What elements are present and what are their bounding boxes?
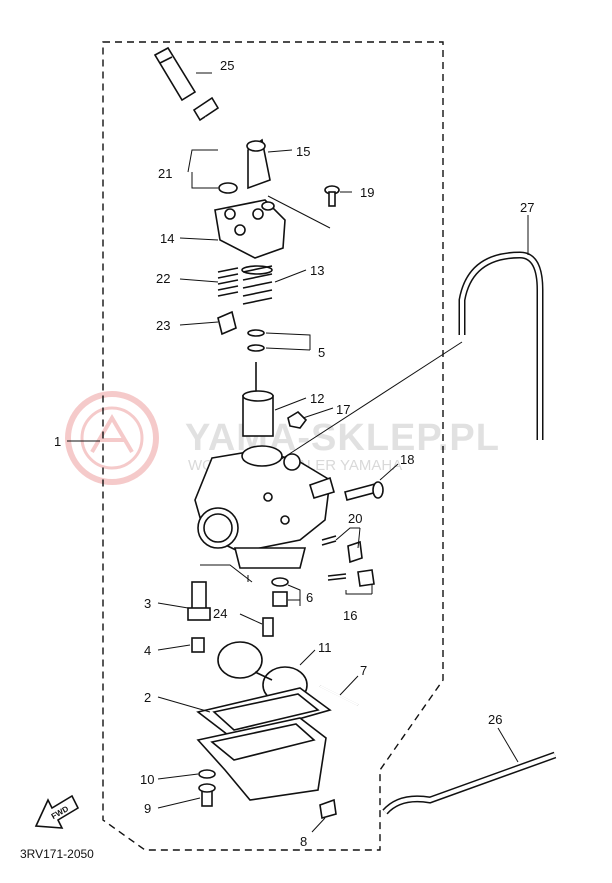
part-6-plug <box>271 577 289 607</box>
label-5: 5 <box>318 345 325 360</box>
label-19: 19 <box>360 185 374 200</box>
part-23-clip <box>217 310 237 336</box>
part-14-cover <box>214 199 286 259</box>
part-12-throttle-valve <box>242 390 274 437</box>
label-2: 2 <box>144 690 151 705</box>
label-20: 20 <box>348 511 362 526</box>
leader-lines <box>67 72 529 833</box>
part-18-screw <box>344 481 384 501</box>
label-11: 11 <box>318 640 332 655</box>
part-16-screw <box>327 569 375 587</box>
label-12: 12 <box>310 391 324 406</box>
part-10-washer <box>198 769 216 779</box>
label-9: 9 <box>144 801 151 816</box>
label-14: 14 <box>160 231 174 246</box>
part-5-clips <box>247 329 265 352</box>
label-10: 10 <box>140 772 154 787</box>
label-24: 24 <box>213 606 227 621</box>
label-4: 4 <box>144 643 151 658</box>
part-3-jet <box>187 581 211 621</box>
label-17: 17 <box>336 402 350 417</box>
assembly-boundary <box>102 41 444 851</box>
float-chamber <box>196 717 327 801</box>
label-15: 15 <box>296 144 310 159</box>
label-13: 13 <box>310 263 324 278</box>
carburetor-body <box>194 445 335 569</box>
part-21-cable <box>204 116 238 194</box>
label-18: 18 <box>400 452 414 467</box>
part-2-gasket <box>196 687 332 739</box>
part-4-jet <box>191 637 205 653</box>
label-23: 23 <box>156 318 170 333</box>
label-7: 7 <box>360 663 367 678</box>
part-19-screw <box>324 185 340 207</box>
label-8: 8 <box>300 834 307 849</box>
part-9-screw <box>198 783 216 807</box>
part-24-jet <box>262 617 274 637</box>
label-6: 6 <box>306 590 313 605</box>
label-26: 26 <box>488 712 502 727</box>
label-25: 25 <box>220 58 234 73</box>
part-26-hose <box>382 751 557 815</box>
label-27: 27 <box>520 200 534 215</box>
label-21: 21 <box>158 166 172 181</box>
label-3: 3 <box>144 596 151 611</box>
label-1: 1 <box>54 434 61 449</box>
label-16: 16 <box>343 608 357 623</box>
label-22: 22 <box>156 271 170 286</box>
part-13-spring <box>241 265 273 305</box>
part-22-spring <box>217 267 239 297</box>
part-15-boot <box>246 138 271 190</box>
part-labels: 25 21 15 19 14 22 13 23 5 12 17 18 20 16… <box>54 58 534 849</box>
watermark-title: YAMA-SKLEP.PL <box>185 417 500 459</box>
part-27-hose <box>458 251 544 440</box>
diagram-code: 3RV171-2050 <box>20 847 94 861</box>
part-25-cap <box>153 46 220 122</box>
part-17-cap <box>287 410 308 429</box>
watermark-logo <box>65 391 159 485</box>
part-20-screw <box>321 535 363 564</box>
fwd-arrow-icon: FWD <box>34 794 80 829</box>
part-7-pin <box>319 685 359 706</box>
part-8-screw <box>319 798 337 820</box>
